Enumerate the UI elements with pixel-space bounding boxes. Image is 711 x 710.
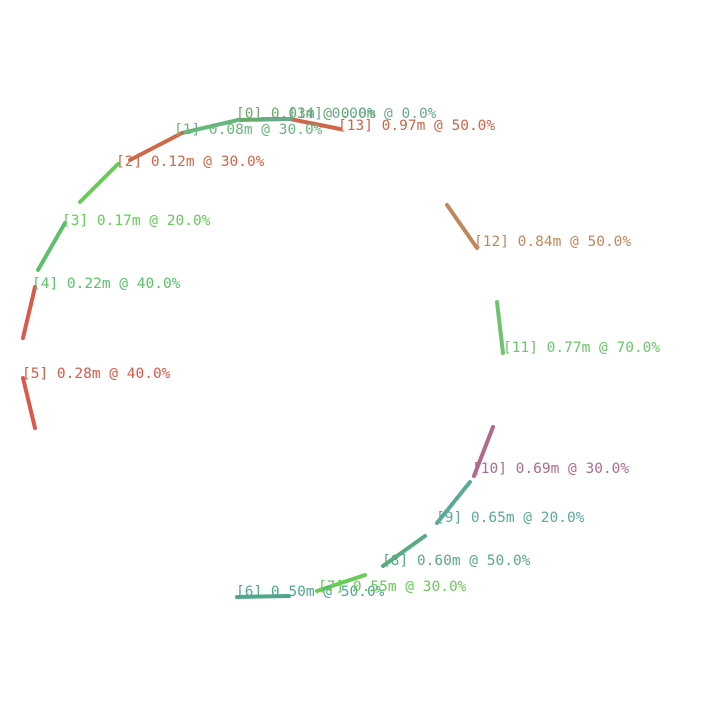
segment-label-14: [14] 0.00m @ 0.0% (288, 106, 437, 122)
segment-label-13: [13] 0.97m @ 50.0% (338, 118, 495, 134)
segment-label-12: [12] 0.84m @ 50.0% (474, 234, 631, 250)
segment-line-10 (472, 425, 495, 478)
segment-line-3 (78, 162, 120, 204)
segment-line-6 (235, 594, 291, 599)
segment-line-5 (21, 376, 37, 430)
segment-label-7: [7] 0.55m @ 30.0% (318, 579, 467, 595)
segment-line-13 (288, 117, 342, 131)
segment-line-11 (495, 300, 505, 355)
segment-line-12 (445, 203, 479, 250)
segment-line-2 (128, 131, 184, 162)
segment-label-11: [11] 0.77m @ 70.0% (503, 340, 660, 356)
segment-label-2: [2] 0.12m @ 30.0% (116, 154, 265, 170)
segment-label-9: [9] 0.65m @ 20.0% (436, 510, 585, 526)
segment-label-10: [10] 0.69m @ 30.0% (472, 461, 629, 477)
segment-label-3: [3] 0.17m @ 20.0% (62, 213, 211, 229)
segment-line-5 (21, 285, 37, 340)
segment-line-9 (435, 480, 472, 525)
segment-label-4: [4] 0.22m @ 40.0% (32, 276, 181, 292)
segment-label-8: [8] 0.60m @ 50.0% (382, 553, 531, 569)
segment-label-1: [1] 0.08m @ 30.0% (174, 122, 323, 138)
segment-label-0: [0] 0.03m @ 0.0% (236, 106, 376, 122)
segment-line-8 (381, 534, 427, 568)
segment-line-7 (315, 573, 367, 593)
segment-line-1 (180, 118, 240, 135)
segment-label-5: [5] 0.28m @ 40.0% (22, 366, 171, 382)
segment-label-6: [6] 0.50m @ 50.0% (236, 584, 385, 600)
segment-line-4 (36, 221, 67, 272)
